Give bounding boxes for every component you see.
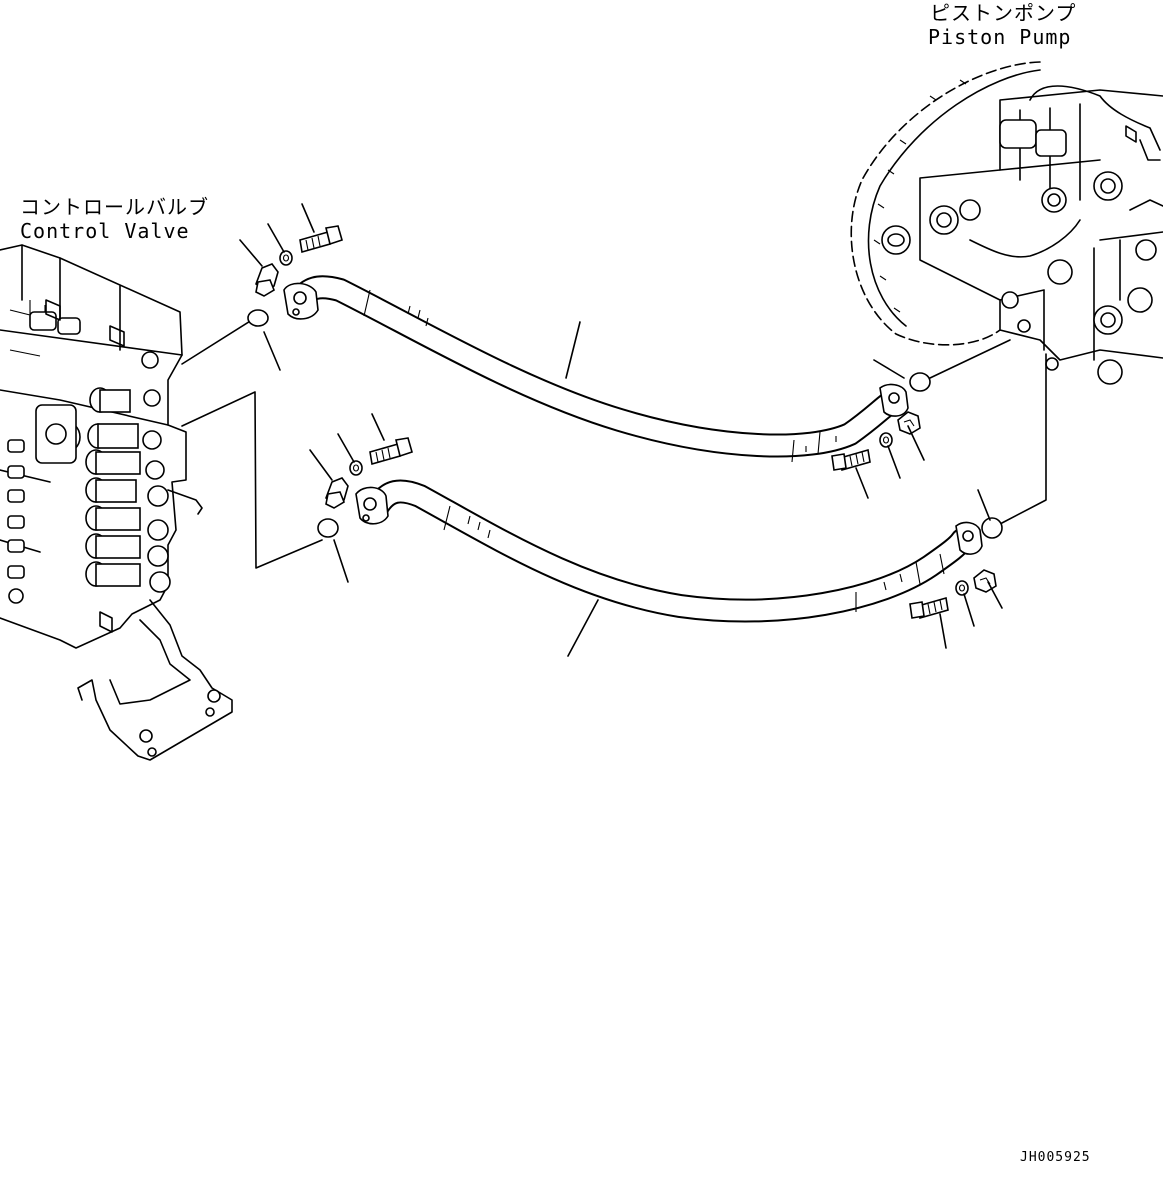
lower-left-o-ring	[317, 518, 339, 538]
leader-lines	[181, 317, 1047, 569]
upper-left-o-ring	[247, 309, 269, 327]
upper-hose-flange-right	[879, 383, 909, 417]
valve-bracket	[77, 599, 233, 761]
upper-left-washer	[279, 250, 293, 266]
lower-right-bolt	[909, 596, 949, 620]
control-valve-label-en: Control Valve	[20, 219, 190, 243]
lower-left-washer	[349, 460, 363, 476]
upper-left-split-flange	[255, 263, 279, 297]
callout-leaders	[239, 203, 1003, 657]
upper-right-bolt	[831, 448, 871, 472]
upper-right-split-flange	[897, 411, 921, 435]
valve-spools	[85, 351, 203, 633]
upper-right-o-ring	[909, 372, 931, 392]
piston-pump	[850, 61, 1163, 385]
upper-right-washer	[879, 432, 893, 448]
lower-hose-flange-left	[355, 486, 389, 525]
lower-right-split-flange	[973, 569, 997, 593]
piston-pump-label-jp: ピストンポンプ	[930, 1, 1077, 25]
upper-hose-flange-left	[283, 282, 319, 320]
control-valve-label-jp: コントロールバルブ	[20, 195, 209, 219]
lower-hose-flange-right	[955, 521, 983, 555]
lower-left-bolt	[369, 437, 413, 466]
drawing-code: JH005925	[1020, 1150, 1091, 1165]
lower-right-washer	[955, 580, 969, 596]
lower-hose-assembly	[317, 437, 1003, 623]
piston-pump-label-en: Piston Pump	[928, 25, 1072, 49]
control-valve	[0, 244, 233, 761]
valve-left-ports	[7, 439, 25, 604]
upper-left-bolt	[299, 225, 343, 254]
upper-hose-assembly	[247, 225, 931, 472]
lower-right-o-ring	[981, 517, 1003, 539]
lower-left-split-flange	[325, 477, 349, 509]
